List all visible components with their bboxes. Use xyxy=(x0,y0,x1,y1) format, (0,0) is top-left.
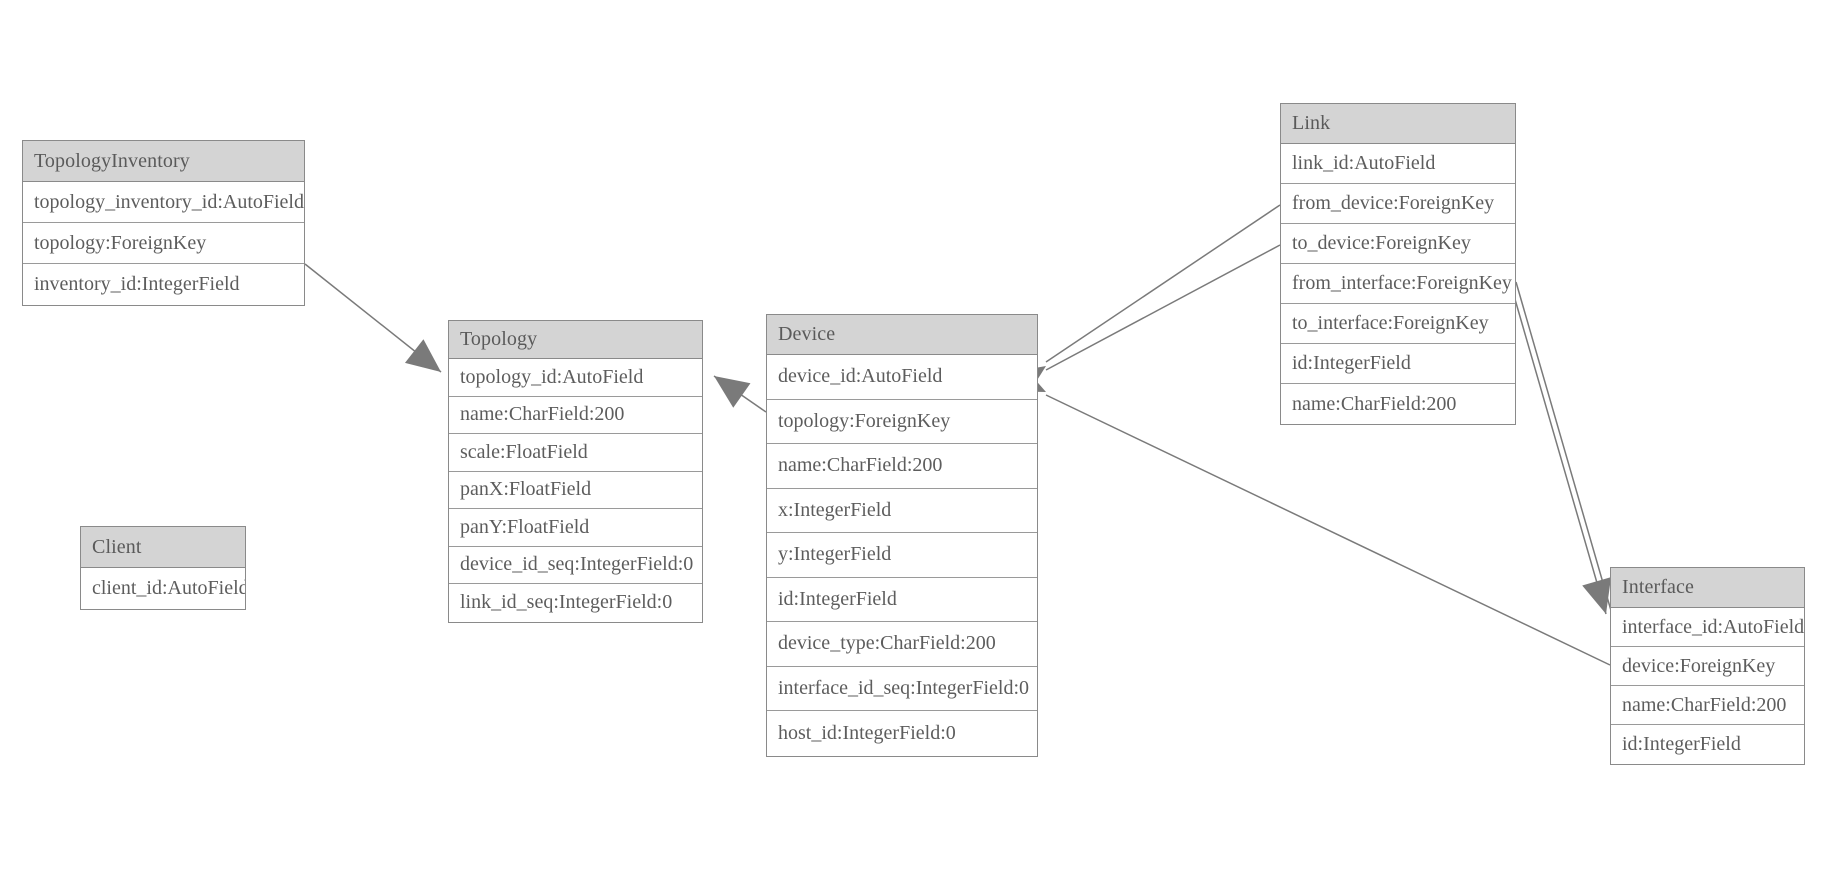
field-row[interactable]: to_interface:ForeignKey xyxy=(1281,304,1515,344)
field-row[interactable]: topology_id:AutoField xyxy=(449,359,702,397)
field-row[interactable]: client_id:AutoField xyxy=(81,568,245,609)
field-row[interactable]: interface_id_seq:IntegerField:0 xyxy=(767,666,1037,711)
entity-title-interface: Interface xyxy=(1611,568,1804,608)
field-row[interactable]: from_device:ForeignKey xyxy=(1281,184,1515,224)
entity-title-topology: Topology xyxy=(449,321,702,359)
field-row[interactable]: device_type:CharField:200 xyxy=(767,622,1037,667)
field-row[interactable]: topology:ForeignKey xyxy=(23,223,304,264)
entity-title-client: Client xyxy=(81,527,245,568)
field-row[interactable]: panY:FloatField xyxy=(449,509,702,547)
entity-title-link: Link xyxy=(1281,104,1515,144)
field-row[interactable]: y:IntegerField xyxy=(767,533,1037,578)
field-row[interactable]: from_interface:ForeignKey xyxy=(1281,264,1515,304)
field-row[interactable]: x:IntegerField xyxy=(767,488,1037,533)
field-row[interactable]: device_id_seq:IntegerField:0 xyxy=(449,546,702,584)
field-row[interactable]: scale:FloatField xyxy=(449,434,702,472)
field-row[interactable]: id:IntegerField xyxy=(1281,344,1515,384)
relation-topologyinventory-topology xyxy=(304,263,442,373)
field-row[interactable]: name:CharField:200 xyxy=(449,396,702,434)
field-row[interactable]: to_device:ForeignKey xyxy=(1281,224,1515,264)
field-row[interactable]: device_id:AutoField xyxy=(767,355,1037,400)
relation-link-to_interface xyxy=(1515,281,1613,615)
relation-link-to_device xyxy=(1045,244,1281,371)
arrow-topology-left-arrowhead-icon xyxy=(404,339,441,372)
field-row[interactable]: interface_id:AutoField xyxy=(1611,608,1804,647)
field-row[interactable]: link_id:AutoField xyxy=(1281,144,1515,184)
arrow-topology-right-arrowhead-icon xyxy=(714,376,751,408)
relation-link-from_device xyxy=(1045,204,1281,363)
entity-title-topology_inventory: TopologyInventory xyxy=(23,141,304,182)
field-row[interactable]: name:CharField:200 xyxy=(1281,384,1515,424)
field-row[interactable]: name:CharField:200 xyxy=(767,444,1037,489)
field-row[interactable]: inventory_id:IntegerField xyxy=(23,264,304,305)
field-row[interactable]: host_id:IntegerField:0 xyxy=(767,711,1037,756)
field-row[interactable]: topology:ForeignKey xyxy=(767,399,1037,444)
relation-device-topology xyxy=(713,375,767,413)
relation-interface-device xyxy=(1045,394,1611,666)
field-row[interactable]: link_id_seq:IntegerField:0 xyxy=(449,584,702,622)
field-row[interactable]: panX:FloatField xyxy=(449,471,702,509)
field-row[interactable]: device:ForeignKey xyxy=(1611,647,1804,686)
field-row[interactable]: topology_inventory_id:AutoField xyxy=(23,182,304,223)
field-row[interactable]: id:IntegerField xyxy=(1611,725,1804,764)
field-row[interactable]: id:IntegerField xyxy=(767,577,1037,622)
entity-title-device: Device xyxy=(767,315,1037,355)
relation-link-from_interface xyxy=(1509,281,1607,615)
field-row[interactable]: name:CharField:200 xyxy=(1611,686,1804,725)
